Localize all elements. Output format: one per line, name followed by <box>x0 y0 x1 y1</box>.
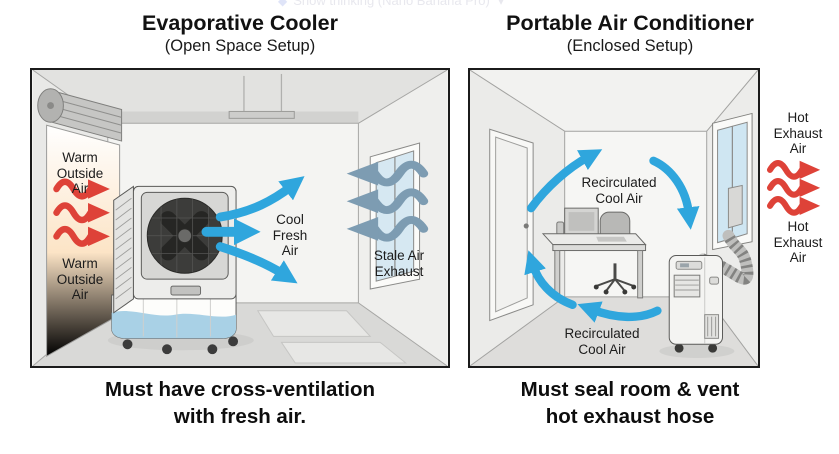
desk <box>541 207 647 301</box>
light-fixture <box>228 73 295 119</box>
warm-outside-air-label-bottom: Warm Outside Air <box>56 256 104 303</box>
door-knob <box>523 223 529 229</box>
hot-exhaust-air-label-top: Hot Exhaust Air <box>773 110 823 157</box>
vent-window <box>712 112 753 251</box>
ceiling <box>470 70 758 132</box>
recirculated-cool-air-label-top: Recirculated Cool Air <box>581 175 657 206</box>
spark-icon: ◆ <box>278 0 288 8</box>
right-caption: Must seal room & vent hot exhaust hose <box>520 378 740 429</box>
cooler-handle <box>170 285 202 296</box>
right-panel-title: Portable Air Conditioner (Enclosed Setup… <box>468 11 792 57</box>
desk-phone <box>556 221 565 236</box>
evaporative-cooler-illustration: Warm Outside Air Warm Outside Air Cool F… <box>30 68 450 368</box>
hot-exhaust-arrows <box>759 159 838 217</box>
floor-mat <box>256 310 372 337</box>
portable-ac-unit <box>668 254 723 353</box>
recirculated-air-arrows <box>524 149 700 323</box>
garage-scene <box>32 70 448 366</box>
water-tank <box>111 294 237 339</box>
fan-icon <box>146 197 223 274</box>
recirculated-cool-air-label-bottom: Recirculated Cool Air <box>564 326 640 357</box>
floor-mat <box>280 341 408 364</box>
left-caption: Must have cross-ventilation with fresh a… <box>105 378 375 429</box>
portable-ac-illustration: Recirculated Cool Air Recirculated Cool … <box>468 68 760 368</box>
watermark-label: Show thinking (Nano Banana Pro) <box>293 0 490 8</box>
cool-fresh-air-label: Cool Fresh Air <box>272 212 308 259</box>
room-scene <box>470 70 758 366</box>
page-subtitle: (Open Space Setup) <box>164 36 316 55</box>
show-thinking-toggle[interactable]: ◆ Show thinking (Nano Banana Pro) ▾ <box>278 0 608 9</box>
warm-outside-air-label-top: Warm Outside Air <box>56 150 104 197</box>
ac-louver-vent <box>673 274 701 298</box>
door <box>489 128 534 322</box>
cool-air-arrows <box>201 176 305 284</box>
stale-air-exhaust-label: Stale Air Exhaust <box>373 248 425 279</box>
evaporative-cooler <box>111 185 239 355</box>
window-vent-panel <box>727 184 743 229</box>
hot-exhaust-air-label-bottom: Hot Exhaust Air <box>773 218 823 266</box>
chevron-down-icon: ▾ <box>497 0 505 8</box>
ceiling <box>32 70 448 124</box>
page-title: Portable Air Conditioner <box>506 11 754 35</box>
ac-handle <box>709 276 720 285</box>
left-panel-title: Evaporative Cooler (Open Space Setup) <box>30 11 450 57</box>
hot-exhaust-column: Hot Exhaust Air Hot Exhaust Air <box>757 110 839 266</box>
page-title: Evaporative Cooler <box>142 11 338 35</box>
keyboard <box>596 236 627 242</box>
page-subtitle: (Enclosed Setup) <box>566 36 694 55</box>
